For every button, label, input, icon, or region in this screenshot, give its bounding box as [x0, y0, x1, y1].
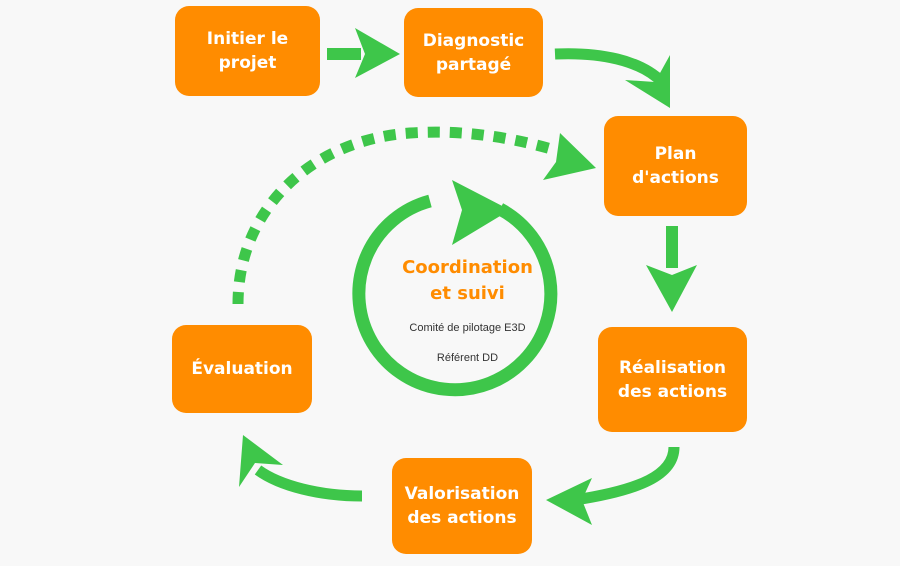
- arrow-head: [543, 133, 596, 180]
- step-plan-d-actions: Plan d'actions: [604, 116, 747, 216]
- arrow-shaft: [666, 226, 678, 268]
- arrow-shaft-dashed: [232, 126, 557, 305]
- arrow-evaluation-to-plan-dashed: [232, 126, 596, 305]
- arrow-diagnostic-to-plan: [554, 48, 670, 108]
- arrow-head: [355, 28, 400, 78]
- center-subtitle-comite: Comité de pilotage E3D: [409, 322, 526, 334]
- step-label-line: Valorisation: [404, 484, 520, 504]
- step-initier-le-projet: Initier le projet: [175, 6, 320, 96]
- arrow-initier-to-diagnostic: [327, 28, 400, 78]
- arrow-shaft: [574, 446, 680, 506]
- step-label-line: des actions: [407, 508, 517, 528]
- arrow-shaft: [554, 48, 666, 87]
- center-title-line: et suivi: [430, 283, 505, 304]
- arrow-shaft: [327, 48, 361, 60]
- arrow-head: [239, 435, 283, 487]
- step-label-line: projet: [218, 53, 277, 73]
- arrow-valorisation-to-evaluation: [239, 435, 363, 502]
- step-label-line: Plan d'actions: [632, 144, 719, 188]
- step-evaluation: Évaluation: [172, 325, 312, 413]
- cycle-arrow-head: [452, 180, 510, 245]
- step-label-line: des actions: [617, 381, 728, 402]
- coordination-center: Coordination et suivi Comité de pilotage…: [380, 255, 555, 365]
- step-label-line: Réalisation: [618, 357, 727, 378]
- arrow-head: [546, 478, 592, 525]
- step-diagnostic-partage: Diagnostic partagé: [404, 8, 543, 97]
- step-valorisation-des-actions: Valorisation des actions: [392, 458, 532, 554]
- arrow-head: [625, 55, 670, 108]
- step-label-line: Initier le: [206, 29, 289, 49]
- arrow-head: [646, 265, 697, 312]
- step-label-line: Évaluation: [191, 359, 293, 379]
- arrow-realisation-to-valorisation: [546, 446, 680, 525]
- cycle-ring: [352, 194, 558, 397]
- arrow-plan-to-realisation: [646, 226, 697, 312]
- arrow-shaft: [254, 465, 363, 502]
- step-label-line: Diagnostic: [422, 30, 525, 51]
- center-subtitle-referent: Référent DD: [436, 352, 499, 364]
- coordination-cycle-ring: [352, 180, 558, 397]
- step-label-line: partagé: [435, 54, 512, 75]
- step-realisation-des-actions: Réalisation des actions: [598, 327, 747, 432]
- center-title-line: Coordination: [402, 257, 533, 278]
